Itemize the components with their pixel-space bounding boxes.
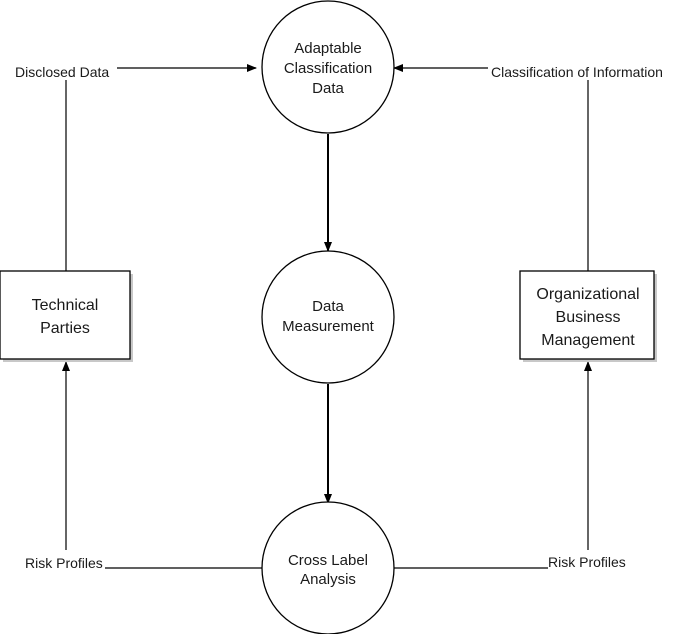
flow-risk-profiles-left: Risk Profiles	[25, 361, 262, 571]
entity-label-line1: Organizational	[536, 286, 639, 303]
process-label-line2: Analysis	[300, 571, 356, 588]
process-data-measurement: Data Measurement	[261, 250, 395, 384]
flow-disclosed-data: Disclosed Data	[15, 64, 257, 271]
flow-classification-info: Classification of Information	[393, 64, 663, 271]
flow-label-classification-info: Classification of Information	[491, 64, 663, 80]
flow-label-risk-profiles-right: Risk Profiles	[548, 554, 626, 570]
entity-label-line2: Parties	[40, 320, 90, 337]
process-adaptable-classification: Adaptable Classification Data	[261, 0, 395, 134]
process-label-line1: Adaptable	[294, 40, 362, 57]
process-label-line1: Cross Label	[288, 552, 368, 569]
process-label-line3: Data	[312, 80, 344, 97]
flow-label-disclosed-data: Disclosed Data	[15, 64, 109, 80]
process-label-line2: Measurement	[282, 318, 375, 335]
process-label-line2: Classification	[284, 60, 372, 77]
entity-organizational-business-management: Organizational Business Management	[519, 270, 657, 362]
entity-label-line3: Management	[541, 332, 635, 349]
entity-technical-parties: Technical Parties	[0, 270, 133, 362]
flow-label-risk-profiles-left: Risk Profiles	[25, 555, 103, 571]
process-cross-label-analysis: Cross Label Analysis	[261, 501, 395, 634]
flow-risk-profiles-right: Risk Profiles	[394, 361, 626, 570]
entity-label-line2: Business	[556, 309, 621, 326]
entity-label-line1: Technical	[32, 297, 99, 314]
process-label-line1: Data	[312, 298, 344, 315]
